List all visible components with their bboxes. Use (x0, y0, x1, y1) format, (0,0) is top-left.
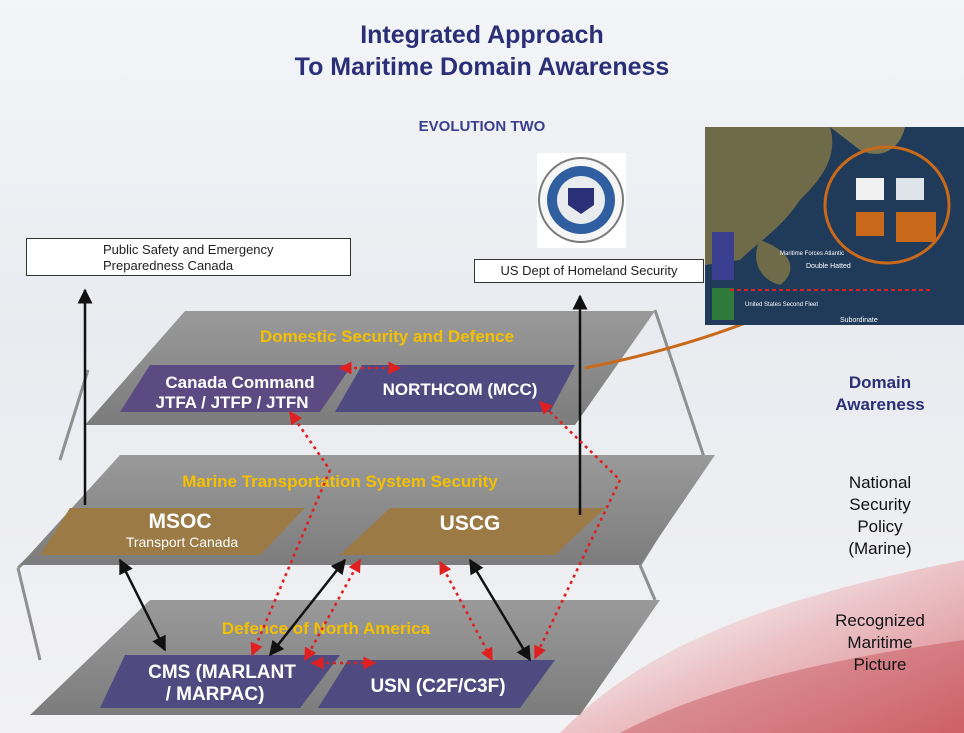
policy-line1: National (848, 473, 912, 492)
panel-msoc (40, 508, 305, 555)
inset-highlight-ellipse (823, 145, 951, 265)
domain-awareness-line2: Awareness (835, 395, 925, 414)
red-link-jtf-down (288, 410, 332, 471)
layer-top-title: Domestic Security and Defence (260, 327, 514, 346)
canada-command-label: Canada Command (165, 373, 314, 392)
layer-middle-title: Marine Transportation System Security (182, 472, 498, 491)
dhs-seal-icon (537, 153, 626, 248)
map-inset: Maritime Forces Atlantic Double Hatted U… (705, 127, 964, 325)
red-link-northcom-usn (533, 479, 622, 660)
panel-northcom (335, 365, 575, 412)
northcom-label: NORTHCOM (MCC) (383, 380, 538, 399)
panel-uscg (340, 508, 605, 555)
recognized-maritime-picture-label: Recognized Maritime Picture (800, 610, 960, 676)
flag-swoosh-decoration (560, 560, 964, 733)
inset-subordinate-label: Subordinate (840, 317, 878, 324)
public-safety-line1: Public Safety and Emergency (103, 242, 274, 257)
domain-awareness-label: Domain Awareness (800, 372, 960, 416)
us-dhs-box: US Dept of Homeland Security (474, 259, 704, 283)
usn-label: USN (C2F/C3F) (370, 676, 505, 697)
page-title-line1: Integrated Approach (360, 21, 604, 49)
uscg-label: USCG (440, 512, 501, 535)
red-link-uscg-usn (438, 560, 494, 662)
national-security-policy-label: National Security Policy (Marine) (800, 472, 960, 560)
page-title-line2: To Maritime Domain Awareness (294, 53, 670, 81)
inset-fleet-label: United States Second Fleet (745, 302, 818, 308)
red-link-uscg-cms (303, 558, 362, 662)
panel-cms (100, 655, 340, 708)
picture-line2: Maritime (847, 633, 913, 652)
msoc-sublabel: Transport Canada (126, 534, 239, 550)
inset-maritime-label: Maritime Forces Atlantic (780, 251, 844, 257)
domain-awareness-line1: Domain (848, 373, 912, 392)
policy-line4: (Marine) (848, 539, 912, 558)
evolution-subtitle: EVOLUTION TWO (418, 118, 546, 135)
jtf-label: JTFA / JTFP / JTFN (155, 393, 308, 412)
picture-line1: Recognized (835, 611, 925, 630)
red-link-northcom-right (539, 401, 621, 481)
inset-double-label: Double Hatted (806, 263, 851, 270)
panel-canada-command (120, 365, 352, 412)
msoc-label: MSOC (149, 510, 212, 533)
cms-label: CMS (MARLANT (148, 662, 296, 683)
flag-swoosh-stripe (620, 640, 964, 733)
arrow-msoc-cms (118, 558, 167, 652)
panel-usn (318, 660, 555, 708)
public-safety-box: Public Safety and Emergency Preparedness… (26, 238, 351, 276)
policy-line2: Security (849, 495, 911, 514)
red-link-jtf-cms (250, 469, 332, 657)
policy-line3: Policy (857, 517, 903, 536)
picture-line3: Picture (853, 655, 907, 674)
marpac-label: / MARPAC) (166, 684, 265, 705)
public-safety-line2: Preparedness Canada (103, 258, 234, 273)
